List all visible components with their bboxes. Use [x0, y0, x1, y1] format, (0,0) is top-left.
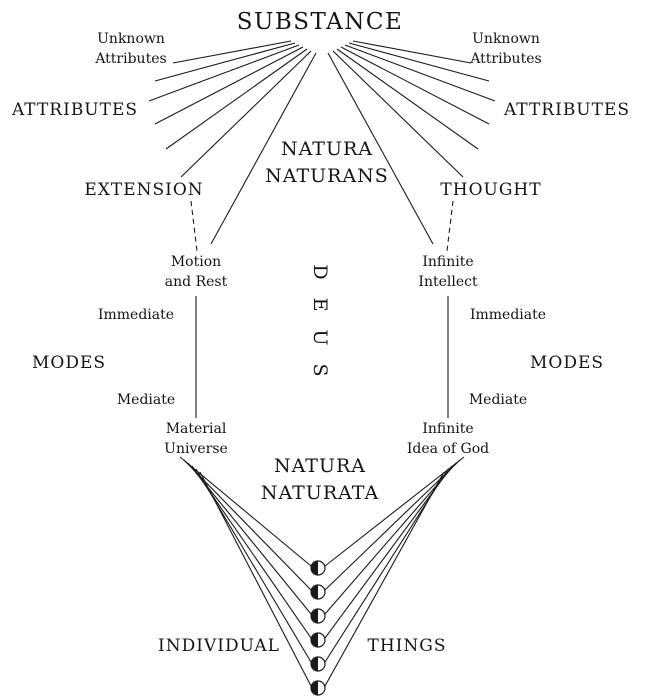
mediate-left-label: Mediate — [116, 392, 176, 408]
infinite-intellect-line1: Infinite — [422, 254, 474, 270]
mediate-right-label: Mediate — [468, 392, 528, 408]
right-dashed-link — [446, 200, 454, 252]
unknown-attributes-right-line2: Attributes — [470, 50, 542, 67]
infinite-intellect-line2: Intellect — [418, 273, 478, 290]
half-circle-icon — [310, 560, 326, 576]
natura-naturata-line2: NATURATA — [260, 481, 380, 504]
natura-naturans-line1: NATURA — [280, 138, 374, 160]
thought-label: THOUGHT — [440, 180, 542, 200]
material-universe-line2: Universe — [164, 440, 228, 457]
attributes-left-label: ATTRIBUTES — [11, 100, 139, 120]
individual-things-icons — [310, 560, 326, 696]
half-circle-icon — [310, 632, 326, 648]
natura-naturans-label: NATURA NATURANS — [265, 136, 389, 190]
immediate-right-label: Immediate — [469, 307, 547, 323]
substance-label: SUBSTANCE — [236, 9, 404, 35]
infinite-idea-of-god-line2: Idea of God — [406, 440, 490, 457]
modes-right-label: MODES — [529, 353, 605, 373]
left-dashed-link — [190, 200, 198, 252]
immediate-left-label: Immediate — [97, 307, 175, 323]
material-universe-label: Material Universe — [164, 420, 228, 459]
individual-label: INDIVIDUAL — [158, 636, 280, 656]
infinite-idea-of-god-label: Infinite Idea of God — [407, 420, 489, 459]
right-things-fan — [324, 456, 465, 687]
natura-naturans-line2: NATURANS — [265, 164, 389, 187]
natura-naturata-label: NATURA NATURATA — [261, 453, 379, 507]
natura-naturata-line1: NATURA — [273, 455, 367, 477]
half-circle-icon — [310, 608, 326, 624]
motion-and-rest-label: Motion and Rest — [165, 253, 227, 292]
left-attribute-fan — [148, 40, 317, 245]
deus-label: DEUS — [309, 264, 331, 395]
left-things-fan — [179, 456, 312, 687]
things-label: THINGS — [367, 636, 447, 656]
unknown-attributes-left-line2: Attributes — [95, 50, 167, 67]
half-circle-icon — [310, 656, 326, 672]
infinite-intellect-label: Infinite Intellect — [418, 253, 477, 292]
attributes-right-label: ATTRIBUTES — [503, 100, 631, 120]
unknown-attributes-left-line1: Unknown — [97, 31, 165, 47]
modes-left-label: MODES — [31, 353, 107, 373]
motion-and-rest-line1: Motion — [170, 254, 222, 270]
unknown-attributes-right-line1: Unknown — [472, 31, 540, 47]
half-circle-icon — [310, 584, 326, 600]
unknown-attributes-left-label: Unknown Attributes — [95, 30, 166, 69]
unknown-attributes-right-label: Unknown Attributes — [470, 30, 541, 69]
motion-and-rest-line2: and Rest — [164, 273, 228, 290]
infinite-idea-of-god-line1: Infinite — [422, 421, 474, 437]
material-universe-line1: Material — [165, 421, 227, 437]
right-attribute-fan — [327, 40, 496, 245]
half-circle-icon — [310, 680, 326, 696]
extension-label: EXTENSION — [84, 180, 204, 200]
